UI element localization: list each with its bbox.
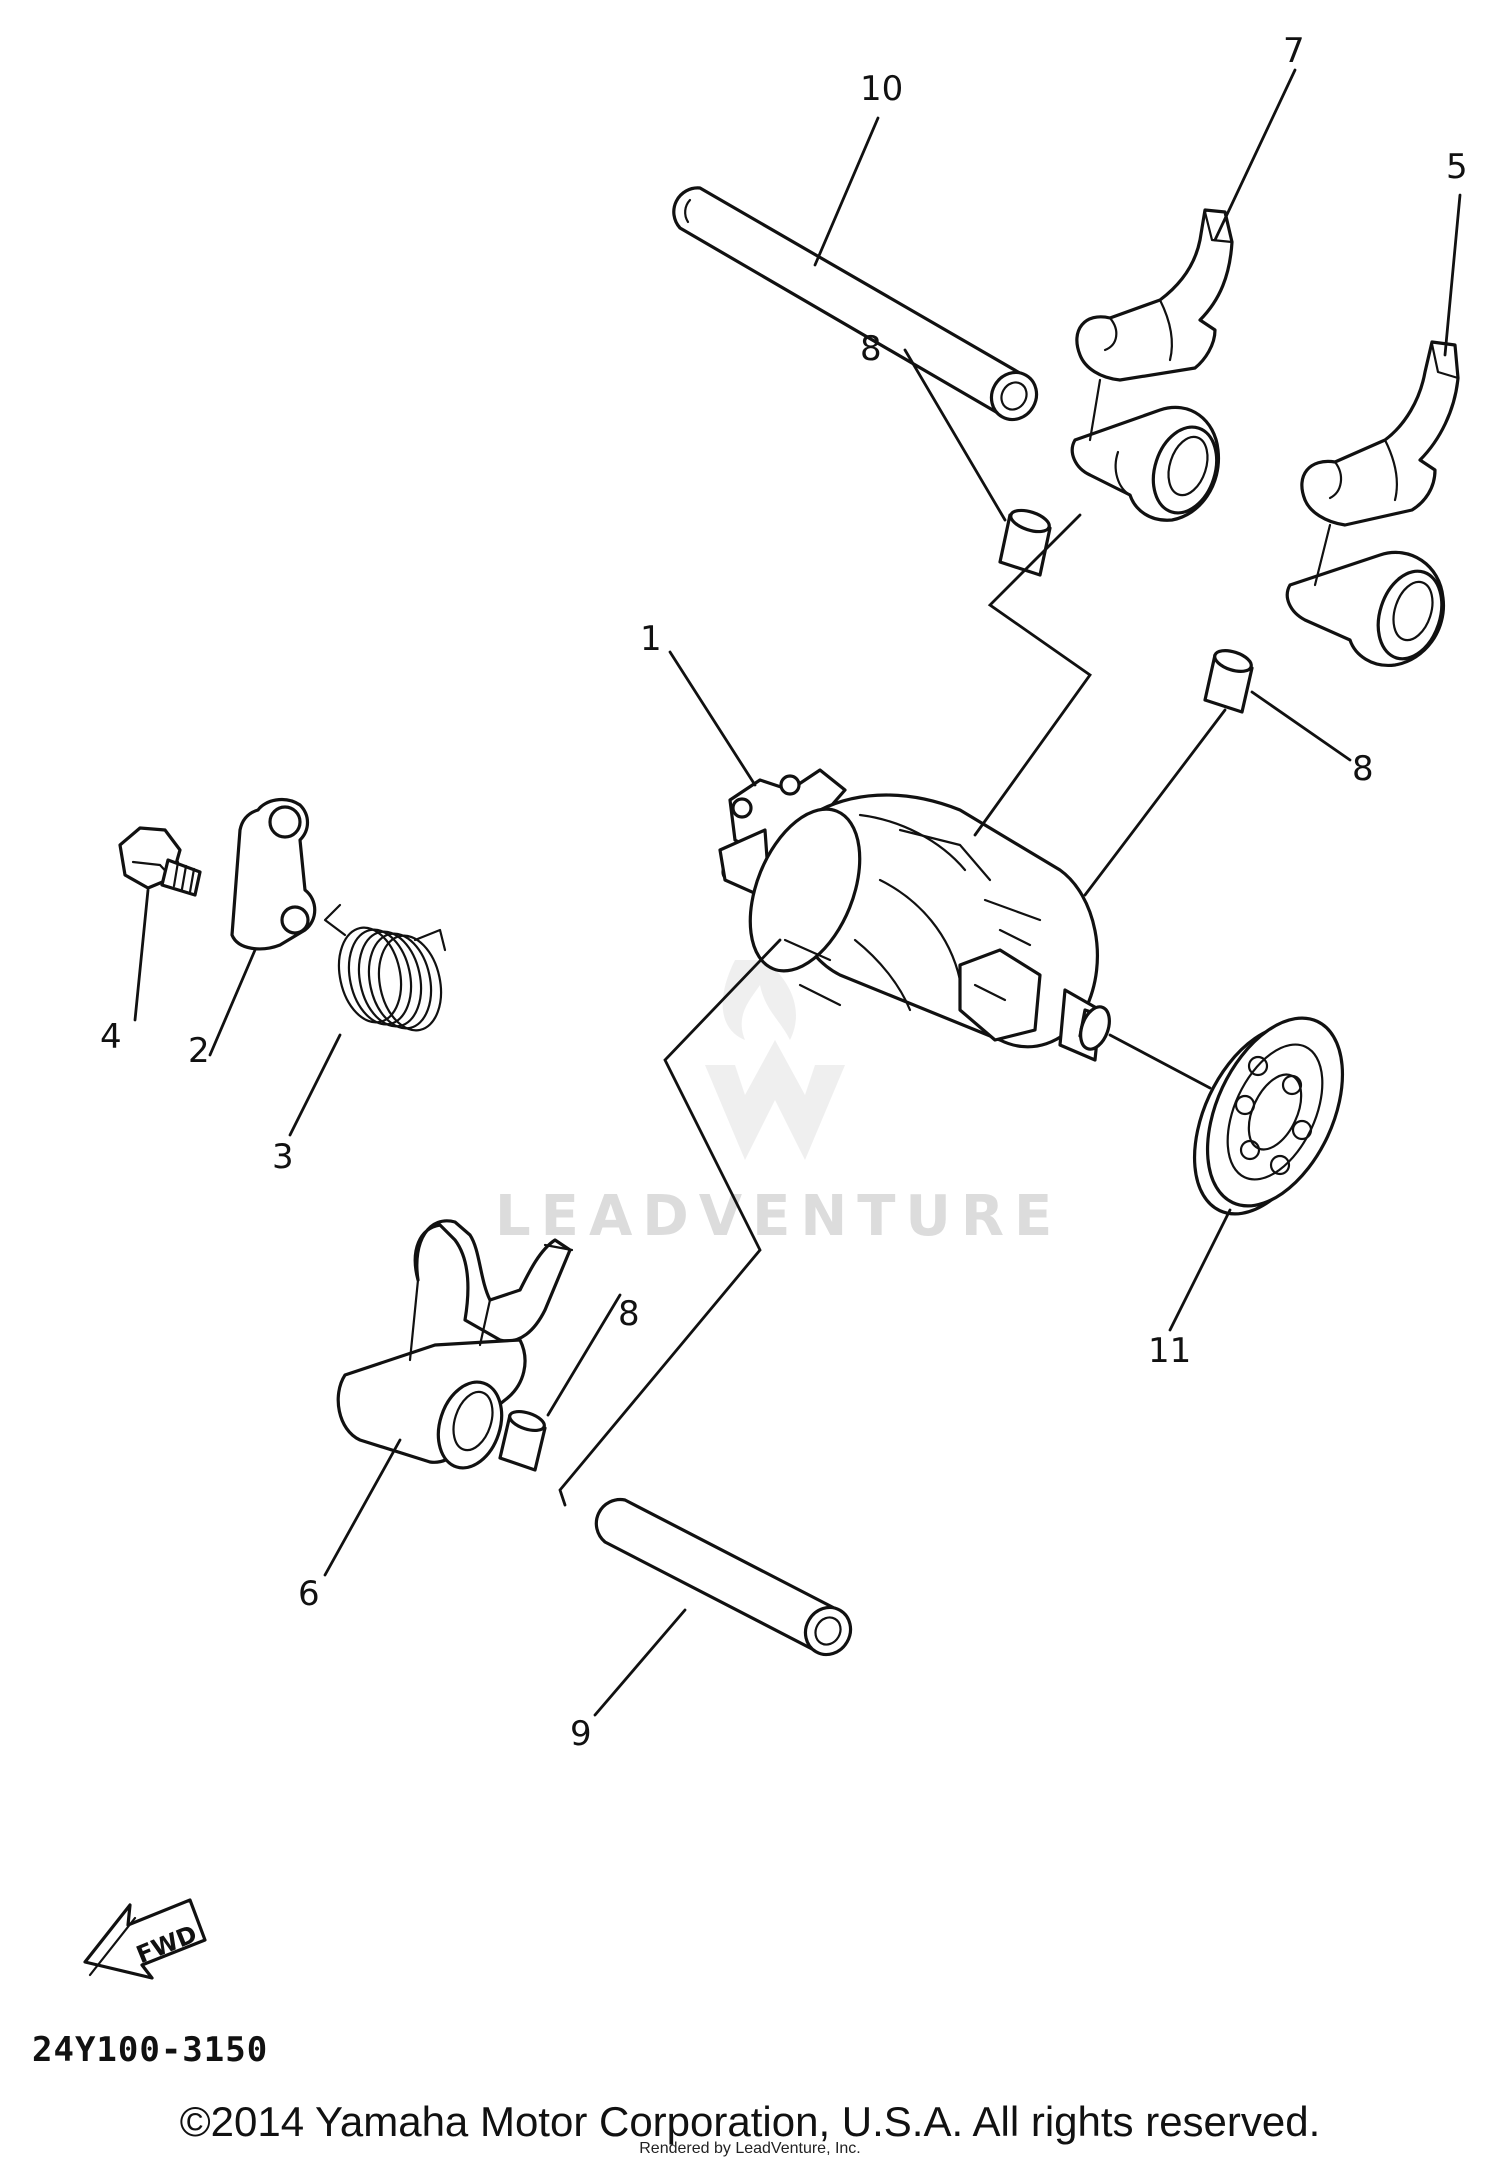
callout-2: 2 [188, 1031, 210, 1071]
part-9-shift-fork-shaft [594, 1497, 853, 1657]
part-2-stopper-lever [230, 797, 317, 951]
callout-8-upper: 8 [860, 329, 882, 369]
part-10-shift-fork-shaft [672, 186, 1039, 422]
part-8-guide-pin-right [1203, 649, 1254, 714]
part-4-bolt [118, 826, 202, 897]
callout-3: 3 [272, 1137, 294, 1177]
part-8-guide-pin-lower [498, 1409, 547, 1472]
callout-7: 7 [1283, 31, 1305, 71]
fwd-arrow-icon: FWD [83, 1898, 207, 1980]
callout-8-right: 8 [1352, 749, 1374, 789]
diagram-part-number: 24Y100-3150 [32, 2030, 269, 2070]
callout-10: 10 [860, 69, 903, 109]
leader-lines [133, 68, 1462, 1717]
part-7-shift-fork [1070, 208, 1234, 522]
part-11-bearing [1192, 1016, 1345, 1216]
callout-labels: 1 2 3 4 5 6 7 8 8 8 8 9 10 11 [100, 31, 1468, 1754]
callout-8-lower: 8 [618, 1294, 640, 1334]
watermark-text: LEADVENTURE [495, 1184, 1062, 1249]
part-5-shift-fork [1285, 340, 1460, 668]
part-1-shift-drum [718, 768, 1111, 1062]
watermark-logo [705, 960, 845, 1160]
callout-9: 9 [570, 1714, 592, 1754]
part-8-guide-pin-upper [998, 508, 1052, 577]
rendered-by-credit: Rendered by LeadVenture, Inc. [639, 2140, 861, 2157]
callout-6: 6 [298, 1574, 320, 1614]
copyright-notice: ©2014 Yamaha Motor Corporation, U.S.A. A… [179, 2098, 1321, 2145]
callout-5: 5 [1446, 147, 1468, 187]
part-3-torsion-spring [323, 903, 447, 1032]
callout-1: 1 [640, 619, 662, 659]
part-6-shift-fork [336, 1219, 574, 1470]
callout-4: 4 [100, 1017, 122, 1057]
callout-11: 11 [1148, 1331, 1191, 1371]
